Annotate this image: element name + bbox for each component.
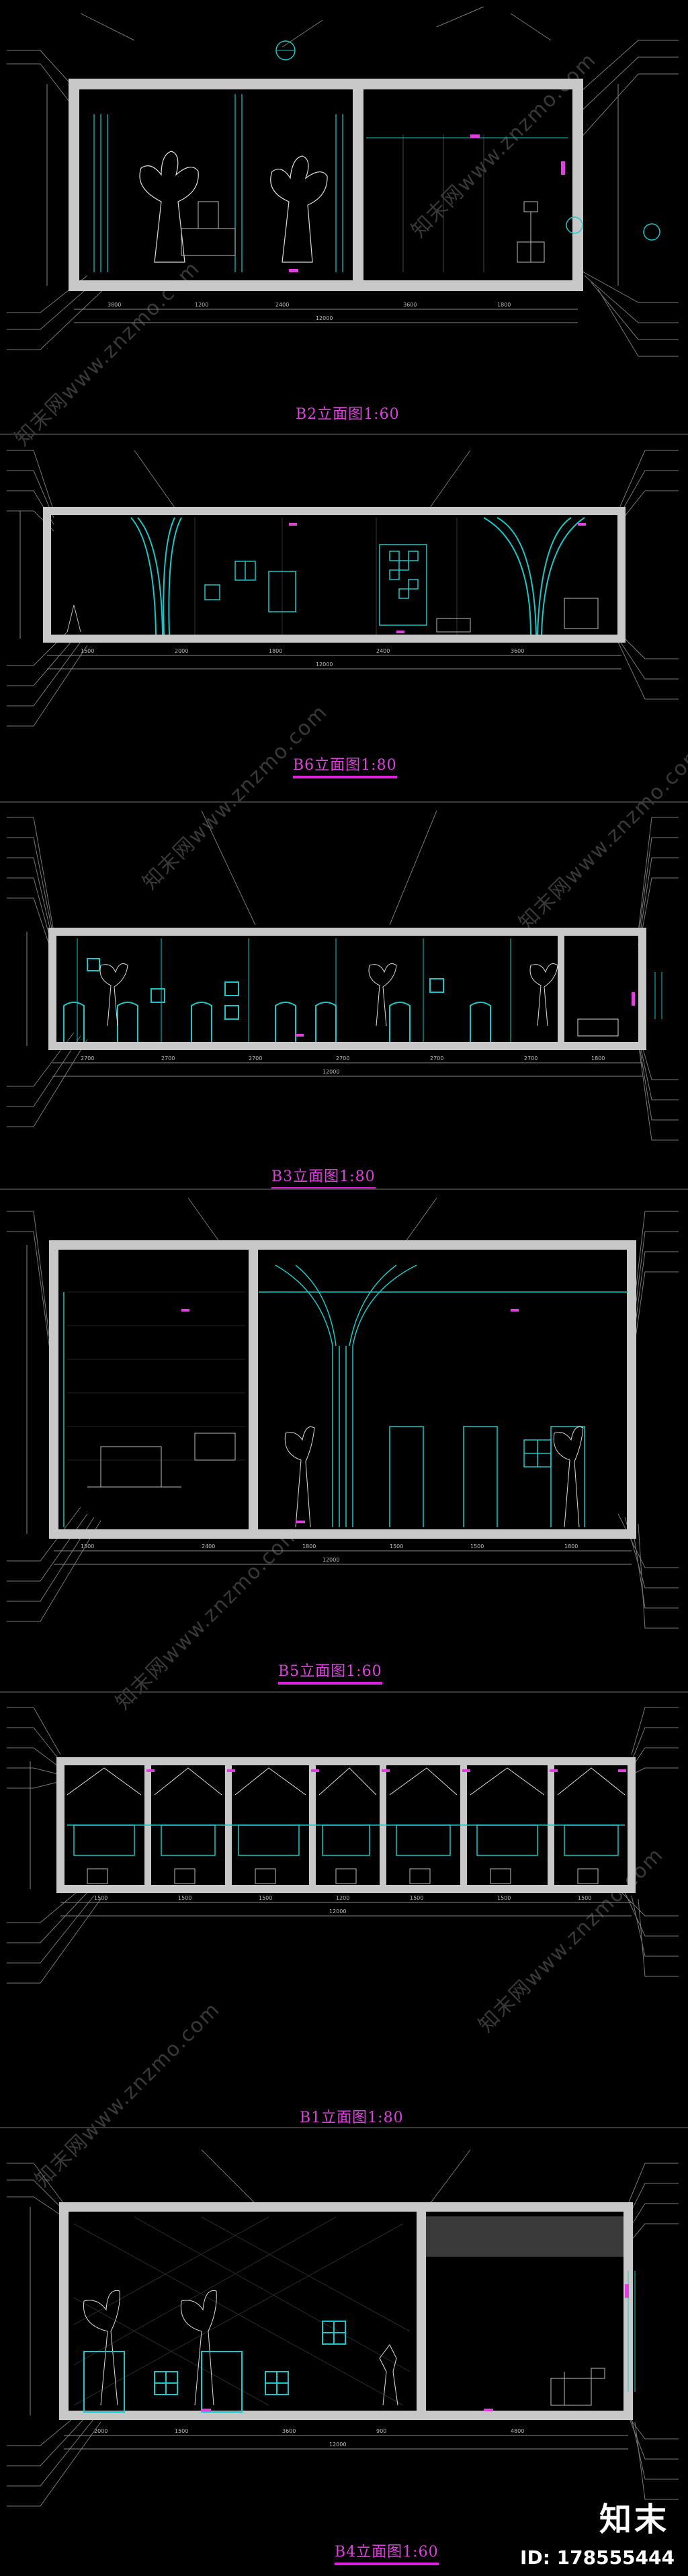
svg-text:1200: 1200 <box>336 1895 349 1901</box>
svg-text:12000: 12000 <box>316 315 333 321</box>
elevation-b6-drawing: 1500 2000 1800 2400 3600 12000 <box>7 450 679 727</box>
svg-text:1500: 1500 <box>175 2428 188 2434</box>
svg-text:1500: 1500 <box>390 1543 403 1549</box>
elevation-b4-drawing: 2000 1500 3600 900 4800 12000 <box>7 2149 679 2507</box>
svg-text:3600: 3600 <box>282 2428 296 2434</box>
svg-text:1800: 1800 <box>497 302 511 308</box>
sheet-title-b1: B1立面图1:80 <box>300 2109 404 2126</box>
elevation-b1-drawing: 1500 1500 1500 1200 1500 1500 1500 12000 <box>7 1707 679 1984</box>
svg-text:2700: 2700 <box>430 1055 443 1061</box>
sheet-b6: 1500 2000 1800 2400 3600 12000 B6立面图1:80 <box>0 437 688 800</box>
sheet-b4: 2000 1500 3600 900 4800 12000 B4立面图1:60 <box>0 2130 688 2576</box>
sheet-b3: 2700 2700 2700 2700 2700 2700 1800 12000 B3立面… <box>0 804 688 1190</box>
sheet-separator <box>0 434 688 435</box>
svg-text:1500: 1500 <box>497 1895 511 1901</box>
elevation-b2-drawing: 3800 1200 2400 3600 1800 12000 <box>7 6 679 357</box>
svg-text:3800: 3800 <box>108 302 121 308</box>
svg-text:2700: 2700 <box>249 1055 262 1061</box>
sheet-separator <box>0 801 688 803</box>
elevation-b3-drawing: 2700 2700 2700 2700 2700 2700 1800 12000 <box>7 810 679 1141</box>
svg-text:1500: 1500 <box>470 1543 484 1549</box>
sheet-separator <box>0 2127 688 2128</box>
sheet-separator <box>0 1189 688 1190</box>
svg-text:1800: 1800 <box>269 648 282 654</box>
watermark-id-label: ID: 178555444 <box>520 2546 675 2569</box>
svg-text:2400: 2400 <box>202 1543 215 1549</box>
sheet-title-b3: B3立面图1:80 <box>271 1164 376 1190</box>
svg-text:2000: 2000 <box>94 2428 108 2434</box>
svg-text:4800: 4800 <box>511 2428 524 2434</box>
svg-text:12000: 12000 <box>316 661 333 668</box>
svg-text:2700: 2700 <box>524 1055 538 1061</box>
svg-text:1500: 1500 <box>178 1895 191 1901</box>
svg-text:1800: 1800 <box>302 1543 316 1549</box>
svg-text:2400: 2400 <box>376 648 390 654</box>
svg-text:1500: 1500 <box>81 1543 94 1549</box>
svg-text:12000: 12000 <box>322 1069 339 1075</box>
svg-text:3600: 3600 <box>403 302 417 308</box>
sheet-b5: 1500 2400 1800 1500 1500 1800 12000 B5立面图1:6… <box>0 1191 688 1689</box>
sheet-b1: 1500 1500 1500 1200 1500 1500 1500 12000 B1立面… <box>0 1694 688 2126</box>
svg-text:1800: 1800 <box>564 1543 578 1549</box>
elevation-b5-drawing: 1500 2400 1800 1500 1500 1800 12000 <box>7 1197 679 1629</box>
sheet-separator <box>0 1691 688 1693</box>
sheet-b2: 3800 1200 2400 3600 1800 12000 B2立面图1:60 <box>0 0 688 430</box>
svg-text:2000: 2000 <box>175 648 188 654</box>
svg-text:1500: 1500 <box>410 1895 423 1901</box>
svg-text:12000: 12000 <box>329 2442 346 2448</box>
svg-text:1500: 1500 <box>94 1895 108 1901</box>
sheet-title-b2: B2立面图1:60 <box>296 406 400 423</box>
watermark-brand-logo: 知末 <box>599 2501 669 2538</box>
sheet-title-b6: B6立面图1:80 <box>293 753 397 778</box>
svg-text:2700: 2700 <box>81 1055 94 1061</box>
svg-text:1500: 1500 <box>81 648 94 654</box>
svg-text:2400: 2400 <box>275 302 289 308</box>
sheet-title-b4: B4立面图1:60 <box>335 2540 439 2565</box>
svg-text:1800: 1800 <box>591 1055 605 1061</box>
svg-text:1500: 1500 <box>259 1895 272 1901</box>
sheet-title-b5: B5立面图1:60 <box>278 1659 382 1685</box>
svg-text:3600: 3600 <box>511 648 524 654</box>
svg-text:2700: 2700 <box>336 1055 349 1061</box>
svg-text:12000: 12000 <box>322 1557 339 1563</box>
svg-text:1200: 1200 <box>195 302 208 308</box>
svg-text:12000: 12000 <box>329 1908 346 1915</box>
svg-text:2700: 2700 <box>161 1055 175 1061</box>
svg-text:1500: 1500 <box>578 1895 591 1901</box>
svg-text:900: 900 <box>376 2428 386 2434</box>
